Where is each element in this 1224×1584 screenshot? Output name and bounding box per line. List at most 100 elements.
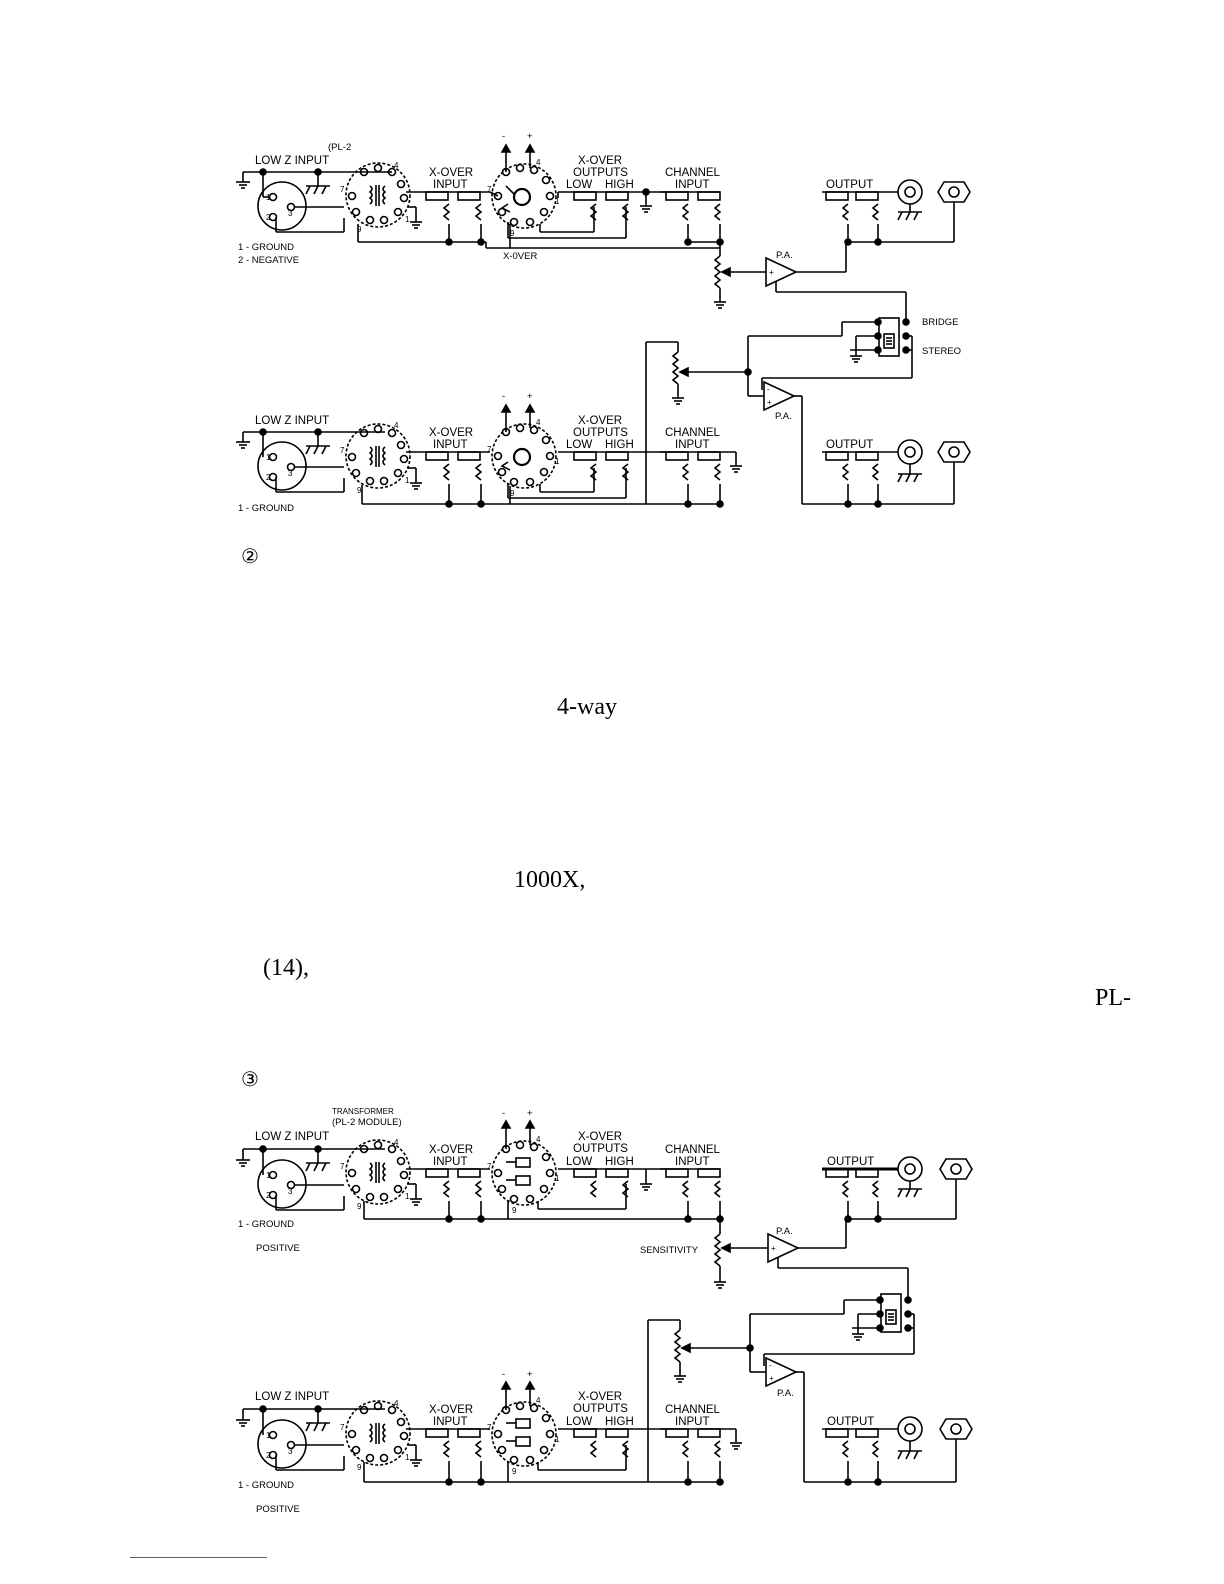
transformer-icon — [368, 185, 387, 206]
low-z-input-label: LOW Z INPUT — [255, 155, 329, 167]
sensitivity-label: SENSITIVITY — [640, 1245, 699, 1256]
power-amp-icon — [765, 256, 798, 288]
xover-output-contact — [605, 191, 629, 201]
xover-outputs-label-2: OUTPUTS — [573, 427, 628, 439]
svg-text:+: + — [769, 268, 774, 277]
svg-text:4: 4 — [536, 1135, 541, 1144]
plus-label: + — [527, 391, 533, 402]
xover-input-contact — [457, 191, 481, 201]
potentiometer-icon — [671, 351, 680, 385]
output-jack-icon — [897, 439, 923, 465]
svg-text:1: 1 — [555, 197, 560, 206]
low-label: LOW — [566, 439, 592, 451]
output-jack-icon — [897, 1416, 923, 1442]
ground-icon — [410, 1459, 422, 1467]
svg-text:9: 9 — [512, 1467, 517, 1476]
output-jack-icon — [897, 1156, 923, 1182]
pin1-label: 1 - GROUND — [238, 1480, 294, 1491]
svg-text:+: + — [771, 1244, 776, 1253]
chassis-ground-icon — [897, 211, 922, 221]
pin1-label: 1 - GROUND — [238, 503, 294, 514]
channel-input-label-2: INPUT — [675, 439, 710, 451]
xover-outputs-label-2: OUTPUTS — [573, 167, 628, 179]
svg-text:+: + — [769, 1374, 774, 1383]
xover-module-socket — [491, 1401, 557, 1467]
output-label: OUTPUT — [827, 1416, 874, 1428]
fig3-bottom-channel: - + P.A. LOW Z INPUT 1 2 3 1 - GROUND PO… — [236, 1319, 973, 1515]
xlr-connector-icon — [257, 181, 307, 231]
ground-icon — [640, 1183, 652, 1191]
chassis-ground-icon — [897, 473, 922, 483]
figure-3-marker: ③ — [241, 1067, 259, 1091]
xover-module-socket — [491, 423, 557, 489]
positive-label: POSITIVE — [256, 1243, 300, 1254]
xover-outputs-label-2: OUTPUTS — [573, 1403, 628, 1415]
svg-text:2: 2 — [266, 213, 271, 222]
transformer-icon — [368, 446, 387, 467]
transformer-icon — [368, 1423, 387, 1444]
power-amp-icon — [763, 380, 796, 412]
resistor-icon — [515, 1175, 531, 1186]
plus-label: + — [527, 131, 533, 142]
xover-module-socket — [491, 1140, 557, 1206]
output-label: OUTPUT — [826, 439, 873, 451]
svg-text:7: 7 — [487, 185, 492, 194]
low-label: LOW — [566, 1416, 592, 1428]
svg-text:1: 1 — [555, 1174, 560, 1183]
speaker-terminal-icon — [937, 181, 971, 203]
svg-text:4: 4 — [536, 1396, 541, 1405]
pa-label: P.A. — [775, 411, 792, 422]
high-label: HIGH — [605, 439, 634, 451]
power-amp-icon — [765, 1356, 798, 1388]
fig2-bottom-channel: - + P.A. LOW Z INPUT 1 2 3 1 - GROUND — [236, 341, 971, 514]
bridge-stereo-switch — [749, 1293, 915, 1366]
speaker-terminal-icon — [939, 1158, 973, 1180]
ground-icon — [714, 1281, 726, 1289]
xover-input-label-2: INPUT — [433, 439, 468, 451]
svg-text:3: 3 — [288, 469, 293, 478]
svg-text:7: 7 — [340, 1162, 345, 1171]
minus-label: - — [502, 131, 505, 142]
pl2-module-socket — [345, 1139, 411, 1205]
svg-text:9: 9 — [510, 229, 515, 238]
svg-text:1: 1 — [266, 1431, 271, 1440]
ground-icon — [672, 397, 684, 405]
ground-icon — [236, 181, 250, 189]
chassis-ground-icon — [305, 185, 330, 195]
module-label-b: (PL-2 MODULE) — [332, 1117, 402, 1128]
potentiometer-icon — [713, 1233, 722, 1267]
fig2-top-channel: (PL-2 LOW Z INPUT 1 2 3 1 - GROUND 2 - N… — [236, 131, 971, 322]
body-text-ref: (14), — [263, 955, 309, 981]
channel-input-label-2: INPUT — [675, 1416, 710, 1428]
xover-input-label-2: INPUT — [433, 1156, 468, 1168]
svg-text:7: 7 — [340, 1423, 345, 1432]
ground-icon — [410, 1198, 422, 1206]
low-z-input-label: LOW Z INPUT — [255, 1131, 329, 1143]
svg-text:4: 4 — [394, 1399, 399, 1408]
xover-outputs-label-1: X-OVER — [578, 155, 622, 167]
ground-icon — [236, 1419, 250, 1427]
svg-text:7: 7 — [487, 1423, 492, 1432]
low-z-input-label: LOW Z INPUT — [255, 415, 329, 427]
xover-module-socket — [491, 163, 557, 229]
body-text-four-way: 4-way — [557, 694, 617, 720]
body-text-pl: PL- — [1095, 985, 1131, 1011]
ground-icon — [410, 221, 422, 229]
xover-outputs-label-1: X-OVER — [578, 1131, 622, 1143]
svg-text:1: 1 — [555, 457, 560, 466]
svg-text:1: 1 — [405, 1192, 410, 1201]
channel-input-label-2: INPUT — [675, 1156, 710, 1168]
xover-outputs-label-2: OUTPUTS — [573, 1143, 628, 1155]
ground-icon — [410, 482, 422, 490]
high-label: HIGH — [605, 179, 634, 191]
jumper-spring-icon — [442, 203, 451, 221]
output-label: OUTPUT — [826, 179, 873, 191]
svg-text:9: 9 — [357, 1463, 362, 1472]
pa-label: P.A. — [777, 1388, 794, 1399]
svg-text:2: 2 — [266, 1451, 271, 1460]
resistor-icon — [515, 1157, 531, 1168]
figure-2-wiring-diagram: (PL-2 LOW Z INPUT 1 2 3 1 - GROUND 2 - N… — [236, 131, 971, 568]
svg-text:4: 4 — [394, 161, 399, 170]
svg-text:9: 9 — [512, 1206, 517, 1215]
channel-input-label-1: CHANNEL — [665, 167, 721, 179]
